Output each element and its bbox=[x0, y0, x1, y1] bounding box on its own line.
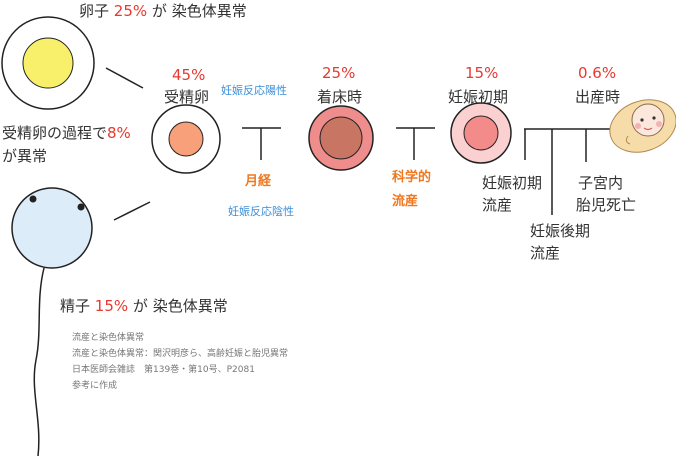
branch-chemical-abortion bbox=[396, 127, 435, 160]
egg-label-suffix: が 染色体異常 bbox=[151, 2, 247, 20]
egg-abnormality-percent: 25% bbox=[113, 2, 148, 20]
sperm-cell bbox=[11, 187, 93, 456]
source-note-line: 日本医師会雑誌 第139巻・第10号、P2081 bbox=[72, 365, 255, 375]
implanted-embryo bbox=[308, 105, 374, 171]
source-note-line: 参考に作成 bbox=[72, 381, 118, 391]
egg-abnormality-label: 卵子 25% が 染色体異常 bbox=[79, 0, 247, 21]
stage-implantation-percent: 25% bbox=[322, 64, 356, 82]
sperm-label-prefix: 精子 bbox=[60, 297, 91, 315]
source-note-line: 流産と染色体異常 bbox=[72, 333, 145, 343]
stage-fertilized-percent: 45% bbox=[172, 66, 206, 84]
early-miscarriage-line1: 妊娠初期 bbox=[482, 174, 543, 192]
fetal-death-line1: 子宮内 bbox=[578, 174, 624, 192]
chemical-abortion-line1: 科学的 bbox=[392, 170, 432, 185]
stage-birth-percent: 0.6% bbox=[578, 64, 617, 82]
branch-menstruation bbox=[242, 127, 281, 160]
stage-early-pregnancy-percent: 15% bbox=[465, 64, 499, 82]
sperm-connector-line bbox=[113, 201, 151, 221]
stage-implantation-name: 着床時 bbox=[317, 88, 363, 106]
late-miscarriage-line1: 妊娠後期 bbox=[530, 222, 591, 240]
sperm-abnormality-percent: 15% bbox=[94, 297, 129, 315]
egg-cell bbox=[1, 16, 95, 110]
fetal-death-line2: 胎児死亡 bbox=[576, 196, 637, 214]
branch-outcomes bbox=[524, 128, 612, 215]
source-note: 流産と染色体異常 流産と染色体異常：関沢明彦ら、高齢妊娠と胎児異常 日本医師会雑… bbox=[72, 330, 288, 394]
menstruation-label: 月経 bbox=[245, 174, 272, 189]
stage-birth-name: 出産時 bbox=[575, 88, 621, 106]
early-pregnancy-embryo bbox=[450, 102, 512, 164]
sperm-abnormality-label: 精子 15% が 染色体異常 bbox=[60, 295, 228, 316]
baby-illustration bbox=[609, 99, 676, 153]
late-miscarriage-line2: 流産 bbox=[530, 244, 561, 262]
stage-early-pregnancy-name: 妊娠初期 bbox=[448, 88, 509, 106]
fertilization-abnormality-percent: 8% bbox=[107, 124, 131, 142]
fertilization-label-line2: が異常 bbox=[2, 147, 48, 165]
chemical-abortion-line2: 流産 bbox=[392, 194, 419, 209]
early-miscarriage-line2: 流産 bbox=[482, 196, 513, 214]
egg-label-prefix: 卵子 bbox=[79, 2, 110, 20]
sperm-label-suffix: が 染色体異常 bbox=[132, 297, 228, 315]
fertilized-egg bbox=[151, 104, 221, 174]
source-note-line: 流産と染色体異常：関沢明彦ら、高齢妊娠と胎児異常 bbox=[72, 349, 289, 359]
egg-connector-line bbox=[105, 67, 144, 89]
fertilization-label-prefix: 受精卵の過程で bbox=[2, 124, 108, 142]
pregnancy-test-positive: 妊娠反応陽性 bbox=[221, 84, 287, 97]
stage-fertilized-name: 受精卵 bbox=[164, 88, 210, 106]
fertilization-abnormality-label: 受精卵の過程で8% bbox=[2, 122, 131, 143]
pregnancy-test-negative: 妊娠反応陰性 bbox=[228, 205, 294, 218]
